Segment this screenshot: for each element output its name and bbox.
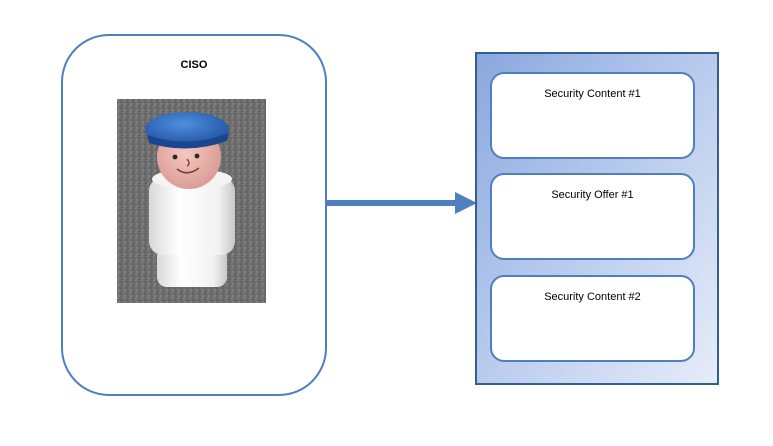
content-box-label: Security Content #2	[544, 291, 641, 303]
content-box-label: Security Offer #1	[551, 189, 634, 201]
content-box-security-offer-1: Security Offer #1	[490, 173, 695, 260]
flow-arrow	[327, 192, 477, 214]
content-box-security-content-2: Security Content #2	[490, 275, 695, 362]
persona-card: CISO	[61, 34, 327, 396]
content-box-security-content-1: Security Content #1	[490, 72, 695, 159]
content-box-label: Security Content #1	[544, 88, 641, 100]
content-panel: Security Content #1 Security Offer #1 Se…	[475, 52, 719, 385]
persona-figure-photo	[117, 99, 266, 303]
persona-title: CISO	[180, 59, 208, 71]
